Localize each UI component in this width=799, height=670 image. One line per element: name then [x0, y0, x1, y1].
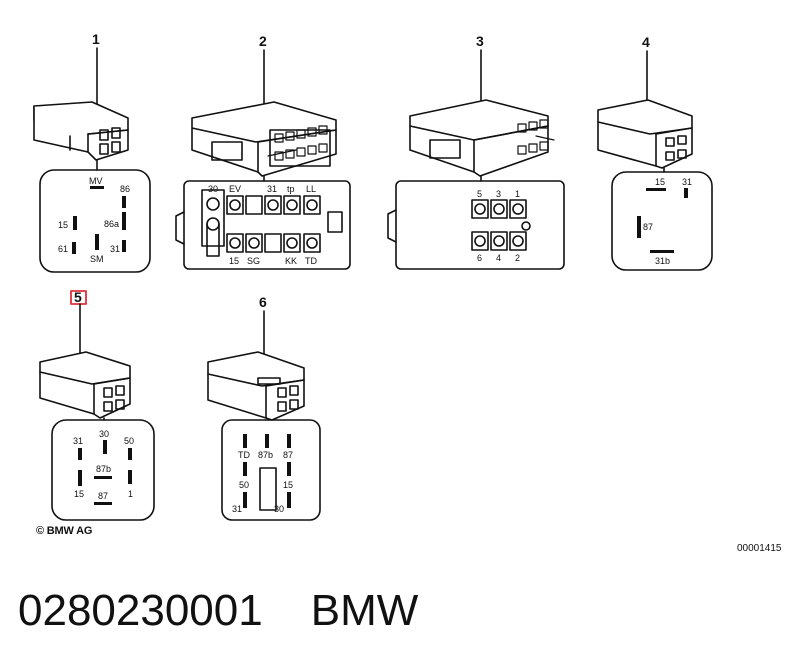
- relay-2-pin-31: 31: [267, 184, 277, 194]
- relay-1-pin-sm: SM: [90, 254, 104, 264]
- relay-5-pin-15: 15: [74, 489, 84, 499]
- part-number: 0280230001: [18, 586, 263, 635]
- relay-1-pin-61: 61: [58, 244, 68, 254]
- relay-5-number: 5: [74, 289, 82, 305]
- relay-3-pin-5: 5: [477, 189, 482, 199]
- relay-6-number: 6: [259, 294, 267, 310]
- relay-2-pin-kk: KK: [285, 256, 297, 266]
- brand-name: BMW: [310, 586, 419, 635]
- relay-3-pin-1: 1: [515, 189, 520, 199]
- relay-4-number: 4: [642, 34, 650, 50]
- relay-3: 3 5 3 1 6 4 2: [387, 33, 565, 270]
- relay-2-pin-30: 30: [208, 184, 218, 194]
- relay-5-pin-50: 50: [124, 436, 134, 446]
- relay-5-pin-30: 30: [99, 429, 109, 439]
- relay-3-pin-2: 2: [515, 253, 520, 263]
- relay-3-pin-3: 3: [496, 189, 501, 199]
- relay-2-pin-ll: LL: [306, 184, 316, 194]
- relay-4-pin-31b: 31b: [655, 256, 670, 266]
- reference-code: 00001415: [737, 543, 782, 554]
- relay-1-pin-31: 31: [110, 244, 120, 254]
- relay-2-pin-sg: SG: [247, 256, 260, 266]
- relay-1-pin-mv: MV: [89, 176, 103, 186]
- relay-4-pin-31: 31: [682, 177, 692, 187]
- relay-2-pin-15: 15: [229, 256, 239, 266]
- relay-2: 2 30 EV 31 tp LL 15: [175, 33, 351, 270]
- relay-4: 4 15 31 87 31b: [597, 34, 713, 271]
- relay-6-pin-31: 31: [232, 504, 242, 514]
- relay-4-pin-87: 87: [643, 222, 653, 232]
- copyright-text: © BMW AG: [36, 525, 93, 537]
- relay-1-number: 1: [92, 31, 100, 47]
- relay-3-pin-6: 6: [477, 253, 482, 263]
- relay-6: 6 TD 87b 87 50 15 31 30: [207, 294, 321, 521]
- relay-6-pin-15: 15: [283, 480, 293, 490]
- relay-3-pin-4: 4: [496, 253, 501, 263]
- relay-5-pin-87b: 87b: [96, 464, 111, 474]
- relay-4-pin-15: 15: [655, 177, 665, 187]
- relay-6-pin-50: 50: [239, 480, 249, 490]
- relay-5-pin-1: 1: [128, 489, 133, 499]
- relay-5-pin-87: 87: [98, 491, 108, 501]
- relay-6-pin-td: TD: [238, 450, 250, 460]
- part-line: 0280230001 BMW: [18, 586, 418, 636]
- relay-5-highlight-box: [70, 290, 87, 305]
- relay-2-pin-tp: tp: [287, 184, 295, 194]
- relay-2-pin-td: TD: [305, 256, 317, 266]
- relay-3-number: 3: [476, 33, 484, 49]
- relay-1-pin-86: 86: [120, 184, 130, 194]
- relay-2-number: 2: [259, 33, 267, 49]
- relay-5-pin-31: 31: [73, 436, 83, 446]
- relay-1-pin-86a: 86a: [104, 219, 119, 229]
- relay-2-pin-ev: EV: [229, 184, 241, 194]
- relay-6-pin-87: 87: [283, 450, 293, 460]
- relay-6-pin-30: 30: [274, 504, 284, 514]
- relay-1: 1 MV 86 15 86a 61 31 SM: [33, 31, 151, 273]
- relay-6-pin-87b: 87b: [258, 450, 273, 460]
- relay-5: 5 31 30 50 87b 15 87 1: [39, 289, 155, 521]
- relay-1-pin-15: 15: [58, 220, 68, 230]
